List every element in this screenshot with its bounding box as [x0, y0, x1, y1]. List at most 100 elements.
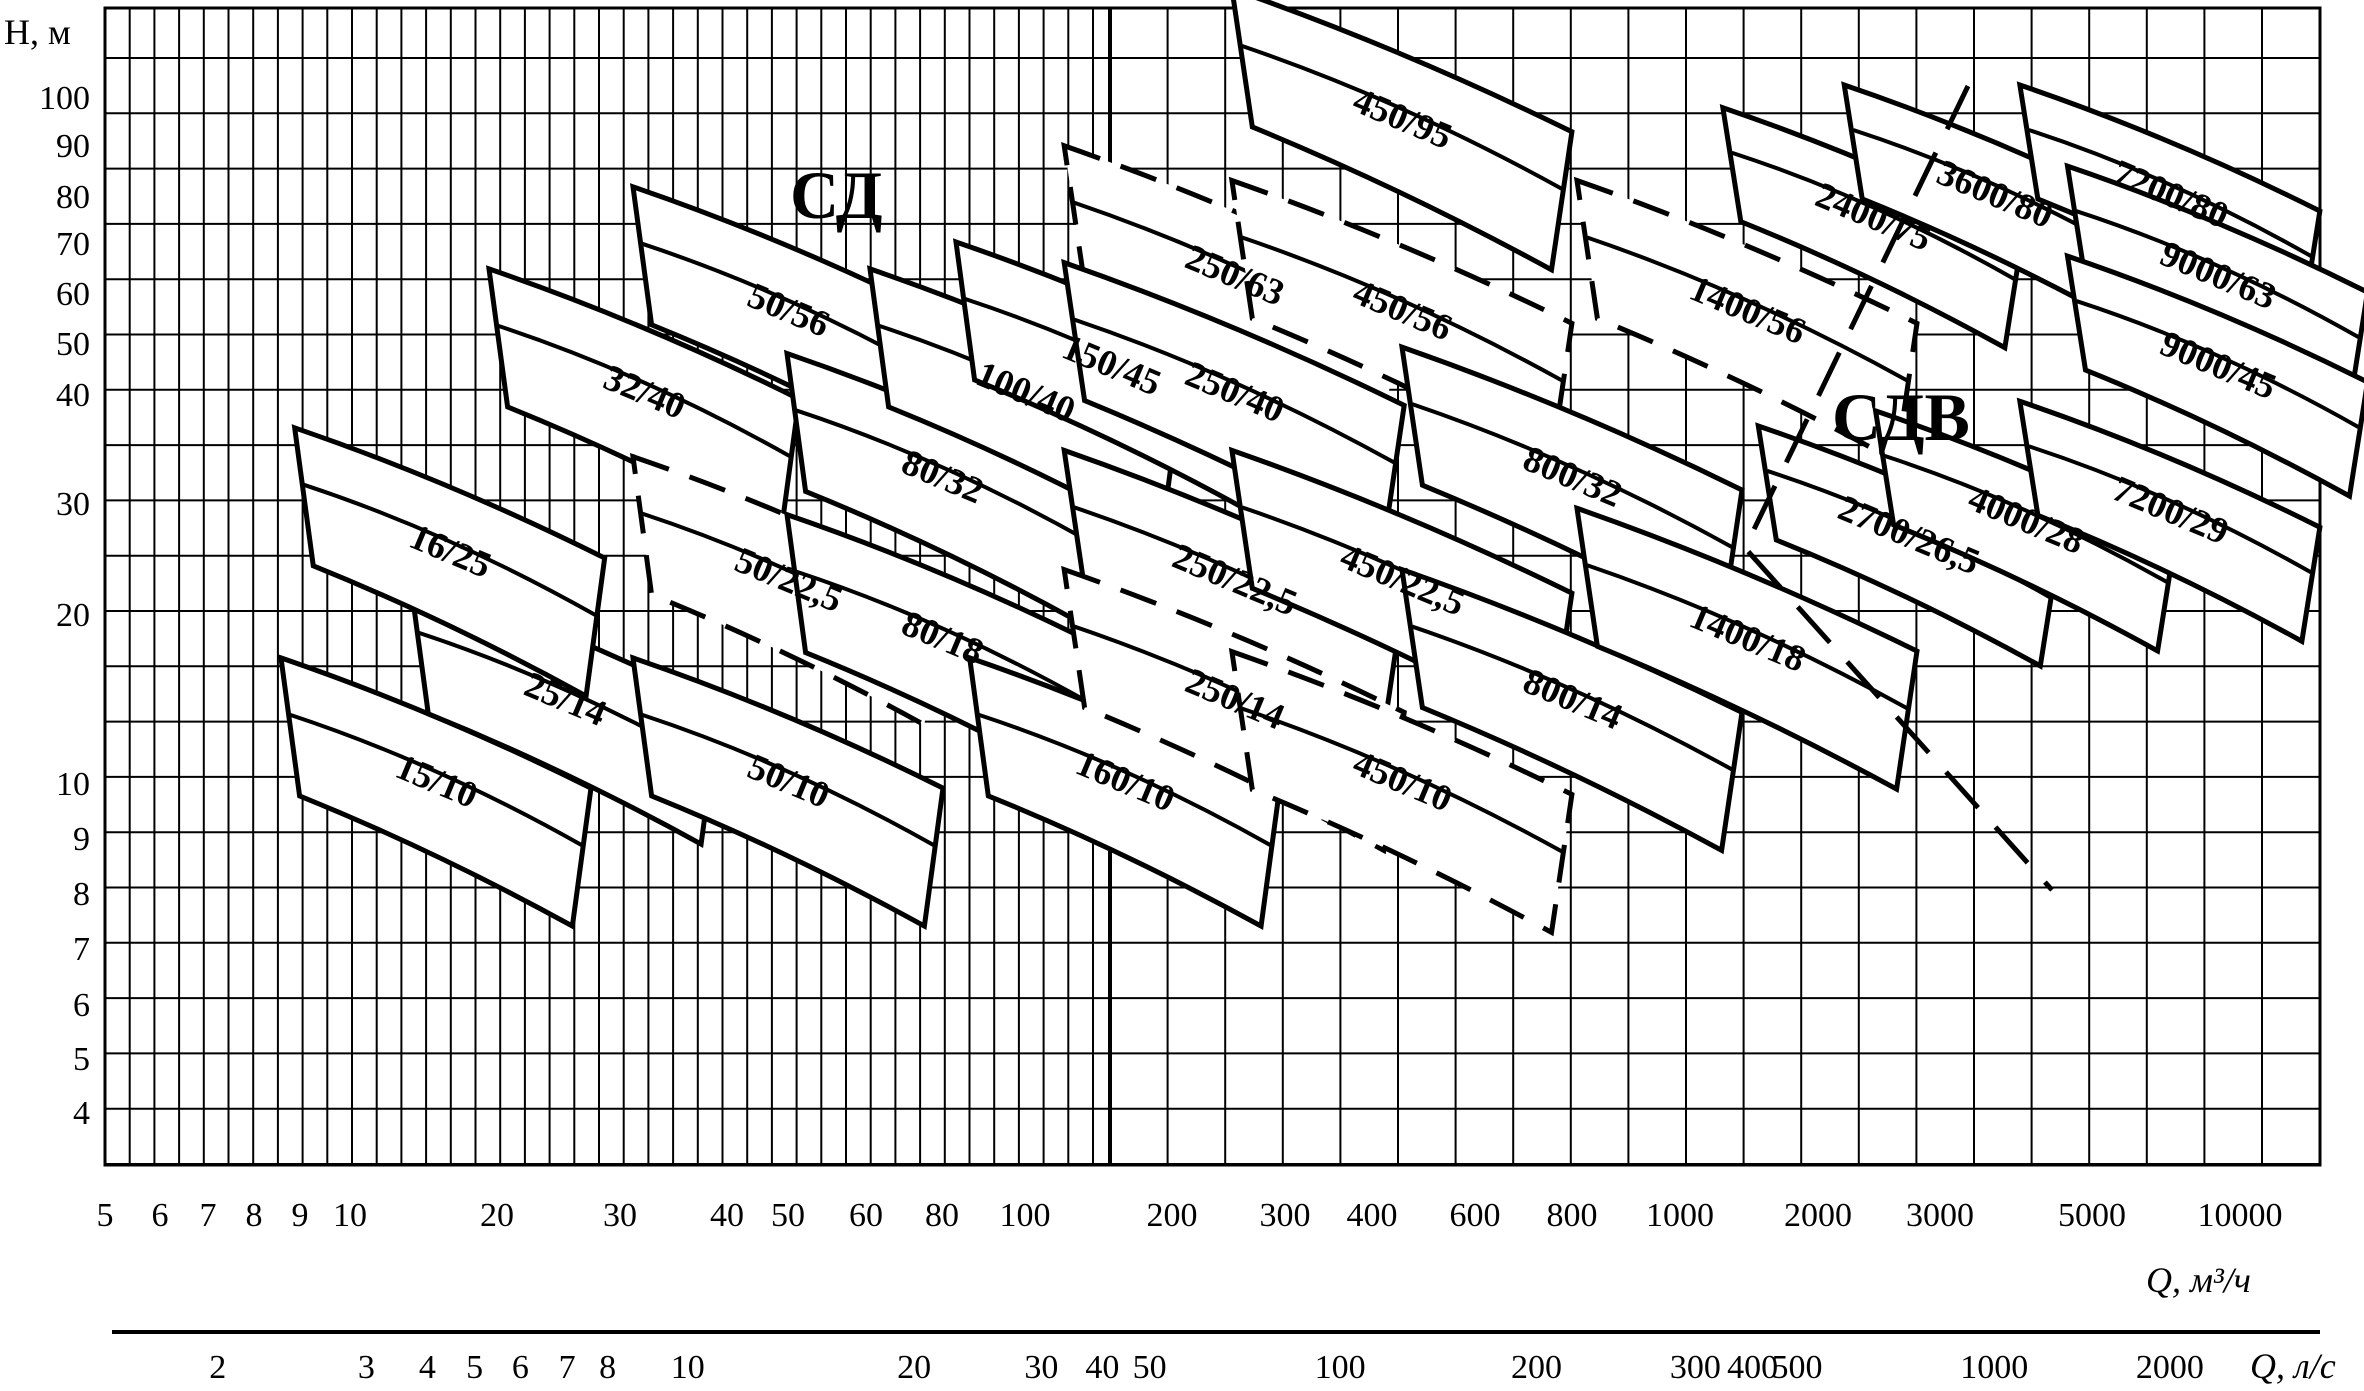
pump-region-divider — [795, 569, 1089, 704]
pump-region — [1573, 504, 1920, 793]
pump-region — [1228, 647, 1575, 937]
pump-region — [1398, 565, 1745, 855]
pump-region-divider — [2075, 299, 2360, 429]
pump-region-divider — [1411, 402, 1733, 549]
pump-region-divider — [303, 482, 597, 617]
x-tick-label: 100 — [1000, 1197, 1051, 1234]
y-tick-label: 60 — [56, 276, 90, 313]
x2-tick-label: 200 — [1511, 1349, 1562, 1386]
x2-tick-label: 7 — [559, 1349, 576, 1386]
x-tick-label: 30 — [603, 1197, 637, 1234]
pump-region — [277, 654, 594, 931]
x2-tick-label: 100 — [1315, 1349, 1366, 1386]
series-boundaries — [1742, 84, 2054, 892]
x-tick-label: 7 — [200, 1197, 217, 1234]
x2-tick-label: 40 — [1085, 1349, 1119, 1386]
pump-region-divider — [2028, 128, 2312, 258]
y-tick-label: 7 — [73, 931, 90, 968]
y-tick-label: 40 — [56, 377, 90, 414]
x2-tick-label: 400 — [1727, 1349, 1778, 1386]
y-tick-label: 90 — [56, 128, 90, 165]
y-axis-label: H, м — [4, 12, 71, 52]
x-tick-label: 20 — [480, 1197, 514, 1234]
x-tick-label: 10000 — [2198, 1197, 2283, 1234]
x2-tick-label: 1000 — [1960, 1349, 2028, 1386]
pump-region-divider — [2075, 209, 2360, 339]
x2-tick-label: 4 — [419, 1349, 436, 1386]
y-tick-label: 6 — [73, 987, 90, 1024]
x-tick-label: 2000 — [1784, 1197, 1852, 1234]
x2-tick-label: 300 — [1670, 1349, 1721, 1386]
y-tick-label: 70 — [56, 226, 90, 263]
pump-region — [2064, 252, 2364, 500]
pump-region — [1231, 0, 1575, 274]
x2-tick-label: 5 — [466, 1349, 483, 1386]
x-tick-label: 80 — [925, 1197, 959, 1234]
x2-tick-label: 2 — [209, 1349, 226, 1386]
x2-tick-label: 3 — [358, 1349, 375, 1386]
pump-region — [1719, 104, 2026, 352]
y-tick-label: 9 — [73, 821, 90, 858]
x2-axis-label: Q, л/с — [2250, 1346, 2336, 1386]
x2-tick-label: 2000 — [2136, 1349, 2204, 1386]
pump-region — [1573, 176, 1920, 466]
sdv-boundary — [1742, 84, 2054, 892]
x2-tick-label: 50 — [1133, 1349, 1167, 1386]
y-tick-label: 5 — [73, 1041, 90, 1078]
x-tick-label: 5 — [97, 1197, 114, 1234]
x-tick-label: 3000 — [1906, 1197, 1974, 1234]
x-tick-label: 800 — [1547, 1197, 1598, 1234]
pump-regions — [277, 0, 2364, 937]
x-axis-label: Q, м³/ч — [2146, 1260, 2251, 1300]
pump-region-divider — [1586, 235, 1908, 383]
pump-region — [291, 424, 608, 700]
x-tick-label: 60 — [849, 1197, 883, 1234]
group-label-sd: СД — [790, 157, 883, 233]
x-tick-label: 5000 — [2058, 1197, 2126, 1234]
x-tick-label: 200 — [1147, 1197, 1198, 1234]
pump-region — [485, 265, 802, 542]
pump-region — [1755, 422, 2062, 670]
y-tick-label: 4 — [73, 1095, 90, 1132]
group-label-sdv: СДВ — [1832, 379, 1970, 455]
x-tick-label: 40 — [710, 1197, 744, 1234]
y-tick-label: 20 — [56, 597, 90, 634]
x-tick-label: 600 — [1450, 1197, 1501, 1234]
x-tick-label: 8 — [246, 1197, 263, 1234]
x2-tick-label: 10 — [671, 1349, 705, 1386]
pump-region-divider — [1073, 317, 1395, 465]
pump-region-divider — [1241, 706, 1563, 854]
pump-region — [966, 654, 1283, 931]
x-tick-label: 400 — [1347, 1197, 1398, 1234]
pump-region-divider — [289, 713, 583, 847]
pump-region-divider — [1731, 150, 2015, 281]
pump-region — [1061, 258, 1407, 548]
y-tick-label: 50 — [56, 326, 90, 363]
pump-region-divider — [1411, 624, 1733, 772]
pump-region-divider — [497, 324, 791, 458]
pump-region-divider — [641, 713, 935, 847]
pump-region-divider — [1241, 235, 1563, 383]
x-tick-label: 10 — [333, 1197, 367, 1234]
y-tick-label: 100 — [39, 80, 90, 117]
y-tick-label: 30 — [56, 486, 90, 523]
pump-region-divider — [1883, 453, 2168, 584]
x-tick-label: 1000 — [1646, 1197, 1714, 1234]
x2-tick-label: 30 — [1024, 1349, 1058, 1386]
x2-tick-label: 6 — [512, 1349, 529, 1386]
pump-region — [2016, 397, 2323, 646]
x2-tick-label: 8 — [599, 1349, 616, 1386]
pump-region-divider — [978, 713, 1272, 847]
x-tick-label: 50 — [771, 1197, 805, 1234]
pump-region-divider — [1241, 44, 1563, 191]
y-tick-label: 10 — [56, 766, 90, 803]
pump-region-divider — [1586, 563, 1908, 710]
pump-region-divider — [795, 408, 1089, 543]
pump-region-divider — [2028, 444, 2312, 575]
x2-tick-label: 500 — [1772, 1349, 1823, 1386]
pump-region — [629, 654, 946, 931]
y-tick-label: 8 — [73, 876, 90, 913]
y-tick-label: 80 — [56, 179, 90, 216]
